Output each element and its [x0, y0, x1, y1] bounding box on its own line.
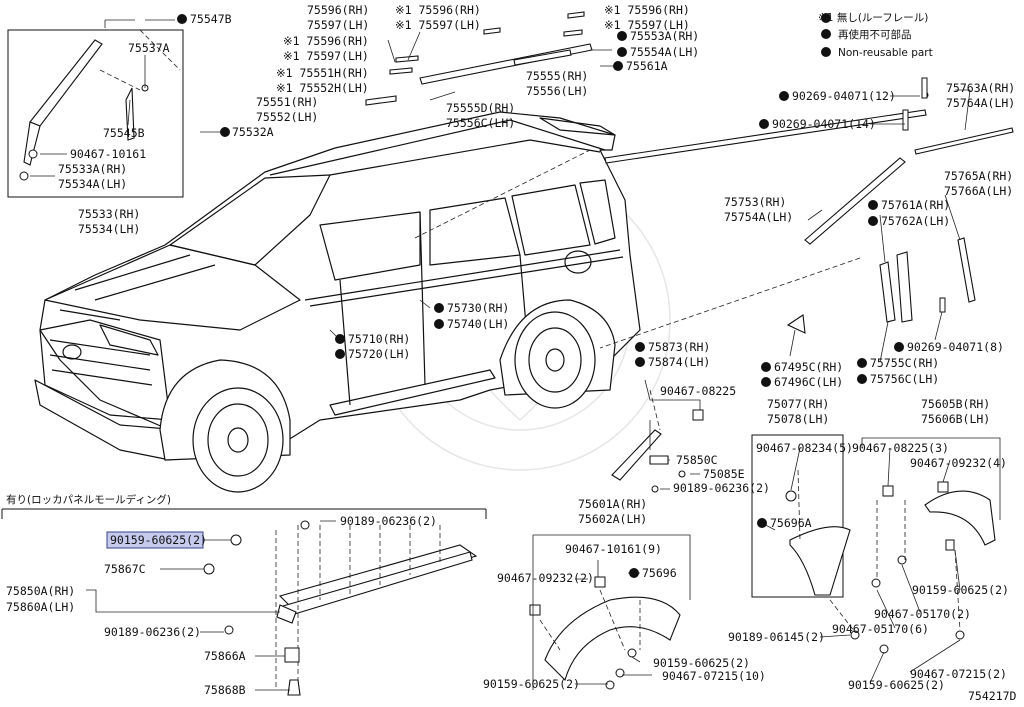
- part-label: ※1 75597(LH): [283, 49, 369, 63]
- part-label-highlighted: 90159-60625(2): [110, 533, 207, 547]
- part-label: 75078(LH): [767, 412, 829, 426]
- part-label: 75763A(RH): [946, 81, 1015, 95]
- part-label: 75753(RH): [724, 195, 786, 209]
- part-label: 75761A(RH): [881, 198, 950, 212]
- part-label: 90467-05170(6): [832, 622, 929, 636]
- part-label: 75740(LH): [447, 317, 509, 331]
- part-label: 75554A(LH): [630, 45, 699, 59]
- part-label: 75710(RH): [348, 332, 410, 346]
- dashed-guide-lines: [99, 29, 961, 651]
- part-label: 90467-08234(5): [756, 441, 853, 455]
- part-label: 90159-60625(2): [653, 656, 750, 670]
- part-label: 75555(RH): [526, 69, 588, 83]
- part-label: 75553A(RH): [630, 29, 699, 43]
- part-label: 75605B(RH): [921, 397, 990, 411]
- part-label: 75874(LH): [648, 355, 710, 369]
- part-label: 75597(LH): [307, 18, 369, 32]
- part-label: ※1 75597(LH): [395, 18, 481, 32]
- part-label: 75866A: [204, 649, 246, 663]
- part-label: 67496C(LH): [774, 375, 843, 389]
- part-label: 90467-08225: [660, 384, 736, 398]
- part-label: 75755C(RH): [870, 356, 939, 370]
- part-label: 75077(RH): [767, 397, 829, 411]
- part-label: 75873(RH): [648, 340, 710, 354]
- part-label: 75555D(RH): [446, 101, 515, 115]
- legend-nonreuse: Non-reusable part: [838, 47, 933, 59]
- legend: ※1 無し(ルーフレール) 再使用不可部品 Non-reusable part: [818, 11, 933, 59]
- part-label: 75601A(RH): [578, 497, 647, 511]
- diagram-id: 754217D: [968, 689, 1017, 703]
- vehicle-body-illustration: [34, 111, 641, 493]
- part-label: 75867C: [104, 562, 146, 576]
- nonreusable-markers: [177, 13, 904, 578]
- part-label: 75537A: [128, 41, 170, 55]
- right-side-parts: [529, 77, 996, 690]
- part-label: 75766A(LH): [944, 184, 1013, 198]
- part-label: 90189-06236(2): [340, 514, 437, 528]
- part-label: 90269-04071(12): [792, 89, 896, 103]
- part-label: 90467-07215(2): [910, 667, 1007, 681]
- part-label: 90189-06236(2): [673, 481, 770, 495]
- part-label: 75850C: [676, 453, 718, 467]
- part-label: 75596(RH): [307, 3, 369, 17]
- legend-note: ※1 無し(ルーフレール): [818, 11, 928, 24]
- part-label: 75756C(LH): [870, 372, 939, 386]
- part-label: 75764A(LH): [946, 96, 1015, 110]
- part-label: 75765A(RH): [944, 169, 1013, 183]
- part-label: 75556C(LH): [446, 116, 515, 130]
- part-label: 90189-06236(2): [104, 625, 201, 639]
- legend-reuse: 再使用不可部品: [838, 28, 912, 41]
- part-label: 90269-04071(8): [907, 340, 1004, 354]
- part-label: 75534(LH): [78, 222, 140, 236]
- part-label: 75720(LH): [348, 347, 410, 361]
- leader-lines: [30, 19, 1001, 691]
- part-label: 75754A(LH): [724, 210, 793, 224]
- part-label: 75696A: [770, 516, 812, 530]
- part-label: 90467-05170(2): [874, 607, 971, 621]
- part-label: ※1 75596(RH): [604, 3, 690, 17]
- part-label: 75602A(LH): [578, 512, 647, 526]
- section-caption: 有り(ロッカパネルモールディング): [6, 493, 171, 506]
- part-label: 75085E: [703, 467, 745, 481]
- highlighted-part-box[interactable]: [106, 531, 204, 549]
- part-label: 75533(RH): [78, 207, 140, 221]
- part-label: ※1 75552H(LH): [276, 81, 369, 95]
- part-label: 75556(LH): [526, 84, 588, 98]
- part-label: 90467-08225(3): [852, 441, 949, 455]
- part-label: ※1 75597(LH): [604, 18, 690, 32]
- part-label: 75696: [642, 566, 677, 580]
- part-label: 75850A(RH): [6, 584, 75, 598]
- part-label: 75730(RH): [447, 301, 509, 315]
- part-labels: 75547B 75537A 75545B 90467-10161 75533A(…: [6, 3, 1015, 697]
- part-label: 75868B: [204, 683, 246, 697]
- part-label: 75552(LH): [256, 110, 318, 124]
- part-label: 90269-04071(14): [772, 117, 876, 131]
- part-label: 75545B: [103, 126, 145, 140]
- part-label: 90467-07215(10): [662, 669, 766, 683]
- part-label: 75860A(LH): [6, 600, 75, 614]
- part-label: 90467-10161(9): [565, 542, 662, 556]
- part-label: ※1 75596(RH): [283, 34, 369, 48]
- part-label: 75762A(LH): [881, 214, 950, 228]
- part-label: 75551(RH): [256, 95, 318, 109]
- part-label: 90159-60625(2): [912, 583, 1009, 597]
- part-label: 75533A(RH): [58, 162, 127, 176]
- part-label: 90467-10161: [70, 147, 146, 161]
- part-label: 90189-06145(2): [728, 630, 825, 644]
- part-label: ※1 75551H(RH): [276, 66, 369, 80]
- part-label: 90467-09232(2): [497, 571, 594, 585]
- part-label: 75534A(LH): [58, 177, 127, 191]
- part-label: 90159-60625(2): [483, 677, 580, 691]
- part-label: 75606B(LH): [921, 412, 990, 426]
- part-label: 67495C(RH): [774, 360, 843, 374]
- part-label: 75547B: [190, 12, 232, 26]
- part-label: 90467-09232(4): [910, 456, 1007, 470]
- part-label: ※1 75596(RH): [395, 3, 481, 17]
- pillar-garnish-inset: [7, 29, 184, 198]
- part-label: 75561A: [626, 59, 668, 73]
- part-label: 90159-60625(2): [848, 678, 945, 692]
- rocker-panel-section: [1, 508, 487, 696]
- part-label: 75532A: [232, 125, 274, 139]
